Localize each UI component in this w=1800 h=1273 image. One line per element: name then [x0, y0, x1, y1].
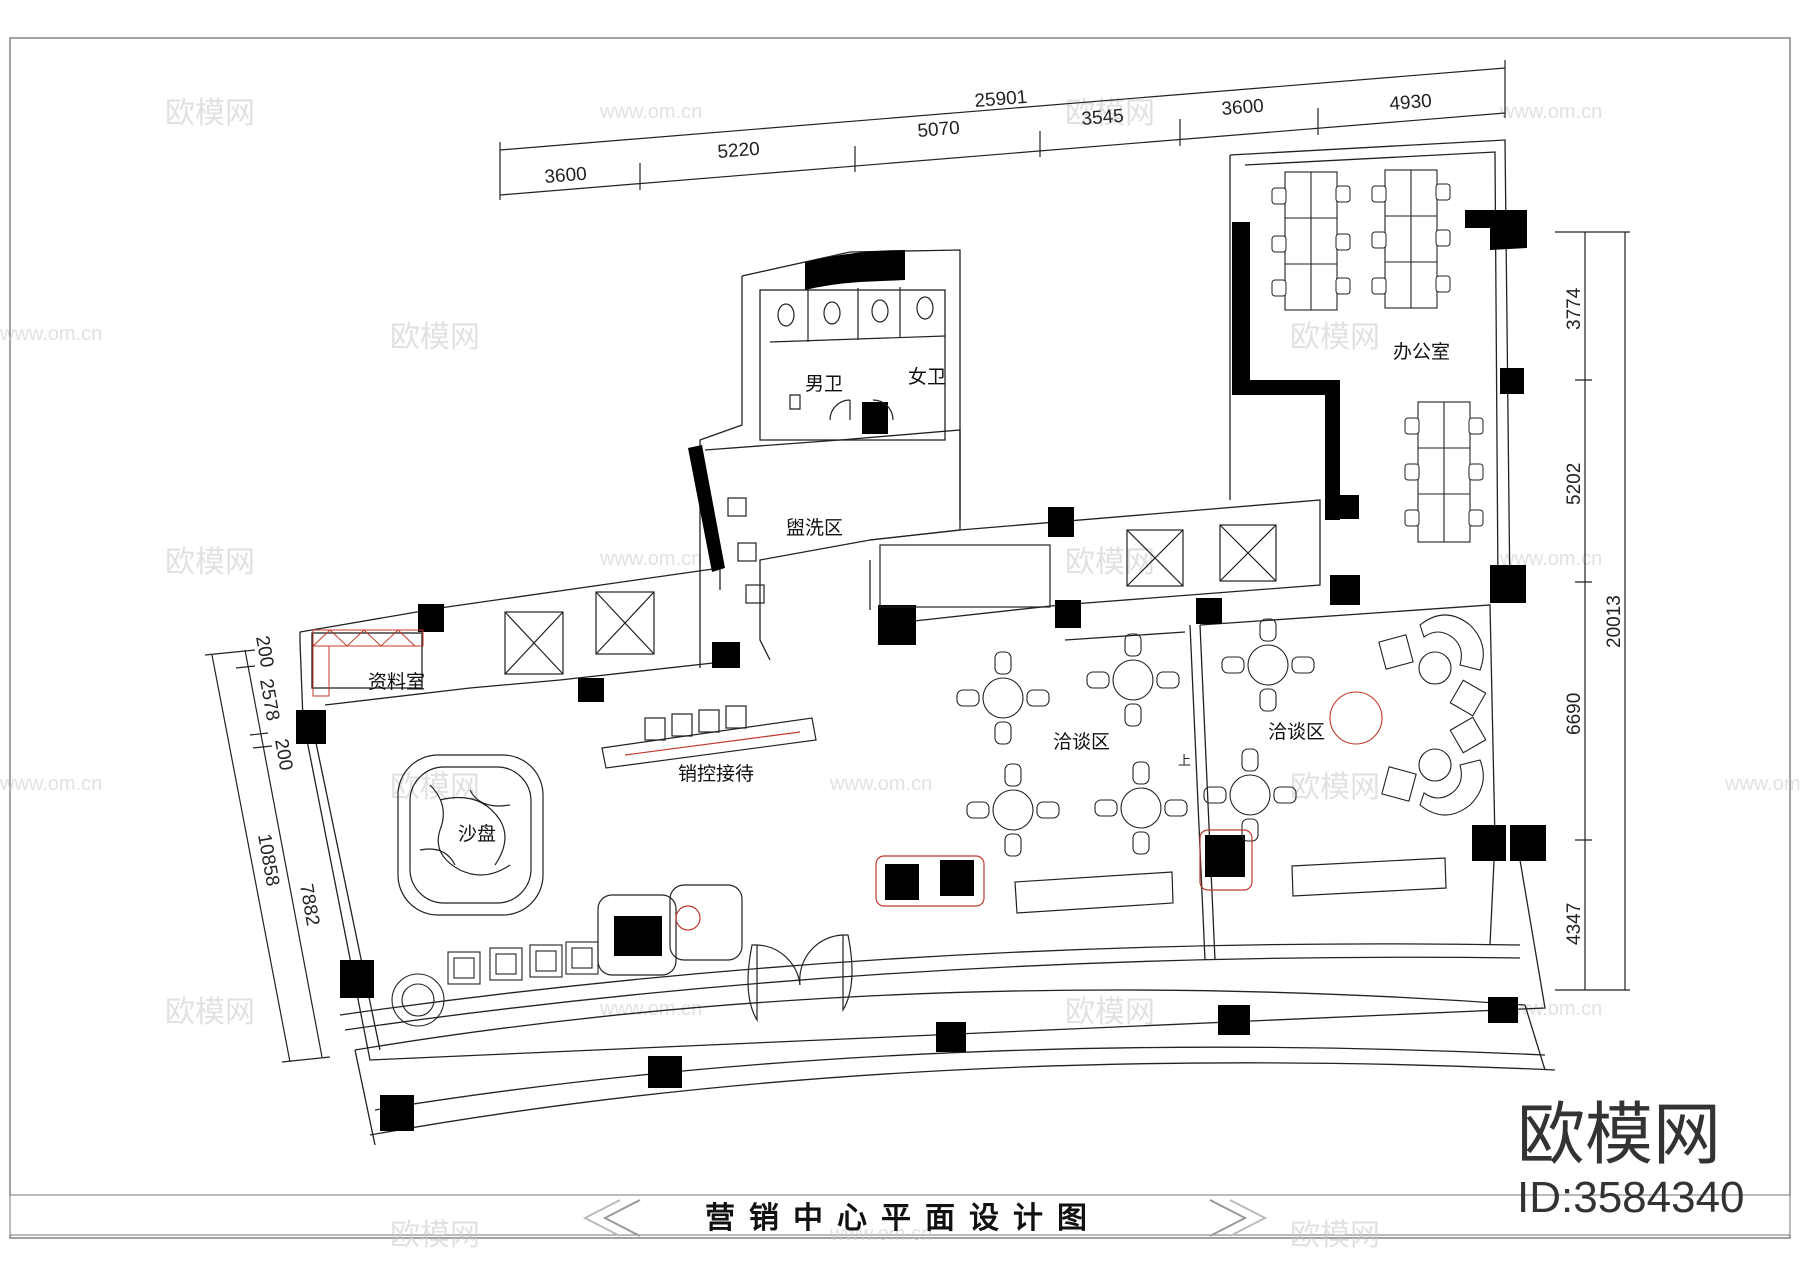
dim-right-seg-3: 6690	[1564, 693, 1585, 735]
room-label-sandtable: 沙盘	[458, 823, 496, 845]
svg-text:www.om.cn: www.om.cn	[829, 773, 932, 795]
archive-shelving	[312, 629, 424, 697]
svg-text:欧模网: 欧模网	[390, 770, 480, 805]
room-label-mens-wc: 男卫	[805, 373, 843, 395]
dim-right-seg-2: 5202	[1564, 463, 1585, 505]
svg-text:欧模网: 欧模网	[165, 995, 255, 1030]
drawing-frame-inner	[9, 1194, 1791, 1236]
svg-text:欧模网: 欧模网	[1065, 545, 1155, 580]
left-dimension-labels: 200 2578 200 10858 7882	[251, 634, 323, 927]
dim-left-seg-3: 200	[270, 737, 296, 772]
right-dimension-labels: 3774 5202 6690 4347 20013	[1564, 287, 1625, 945]
svg-text:欧模网: 欧模网	[390, 320, 480, 355]
dim-top-seg-1: 3600	[544, 164, 588, 188]
dim-top-seg-3: 5070	[917, 118, 961, 142]
page-title: 营销中心平面设计图	[705, 1201, 1101, 1236]
dim-top-seg-4: 3545	[1081, 106, 1125, 130]
room-label-womens-wc: 女卫	[908, 366, 946, 388]
dim-left-seg-2: 2578	[255, 677, 283, 722]
dim-right-total: 20013	[1604, 595, 1625, 648]
toilet-fixtures	[727, 287, 946, 604]
top-dimension-labels: 25901 3600 5220 5070 3545 3600 4930	[544, 87, 1433, 188]
watermark-layer: 欧模网 欧模网 欧模网 欧模网 欧模网 欧模网 欧模网 欧模网 欧模网 欧模网 …	[0, 96, 1800, 1253]
svg-text:www.om.cn: www.om.cn	[1499, 998, 1602, 1020]
reception-desk	[601, 705, 817, 769]
svg-text:欧模网: 欧模网	[1065, 96, 1155, 131]
svg-text:www.om.cn: www.om.cn	[1499, 101, 1602, 123]
svg-text:www.om.cn: www.om.cn	[599, 101, 702, 123]
drawing-frame	[9, 37, 1791, 1239]
elevator-shafts	[504, 524, 1277, 675]
svg-text:www.om.cn: www.om.cn	[0, 773, 102, 795]
room-label-office: 办公室	[1393, 341, 1450, 363]
dim-top-seg-2: 5220	[717, 139, 761, 163]
office-chairs	[1271, 183, 1484, 527]
wall-outline	[299, 139, 1556, 1146]
negotiation-tables	[956, 614, 1487, 857]
dim-left-seg-4: 7882	[295, 882, 323, 927]
svg-text:www.om.cn: www.om.cn	[1499, 548, 1602, 570]
display-items	[391, 941, 599, 1027]
svg-text:欧模网: 欧模网	[390, 1218, 480, 1253]
right-dimension-chain	[1555, 231, 1630, 991]
svg-text:www.om.cn: www.om.cn	[599, 548, 702, 570]
svg-text:欧模网: 欧模网	[165, 545, 255, 580]
room-label-washroom: 盥洗区	[786, 517, 843, 539]
dim-left-total: 10858	[253, 832, 283, 888]
room-label-reception: 销控接待	[678, 763, 754, 785]
dim-top-seg-5: 3600	[1221, 96, 1265, 120]
svg-text:欧模网: 欧模网	[165, 96, 255, 131]
svg-text:欧模网: 欧模网	[1065, 995, 1155, 1030]
title-bar: 营销中心平面设计图	[582, 1199, 1268, 1237]
dim-top-seg-6: 4930	[1389, 91, 1433, 115]
room-label-archive: 资料室	[368, 671, 425, 693]
dim-right-seg-1: 3774	[1564, 287, 1585, 330]
brand-logo-text: 欧模网	[1517, 1096, 1721, 1175]
left-dimension-chain	[204, 649, 331, 1063]
brand-id: ID:3584340	[1517, 1173, 1745, 1222]
sand-table	[397, 754, 544, 916]
svg-text:www.om.cn: www.om.cn	[0, 323, 102, 345]
svg-text:欧模网: 欧模网	[1290, 1218, 1380, 1253]
dim-left-seg-1: 200	[251, 634, 277, 669]
svg-text:www.om.cn: www.om.cn	[1724, 773, 1800, 795]
dim-right-seg-4: 4347	[1564, 903, 1585, 945]
svg-text:欧模网: 欧模网	[1290, 770, 1380, 805]
entry-door	[747, 934, 853, 1023]
structural-columns	[296, 210, 1546, 1131]
stairs-up-label: 上	[1178, 753, 1191, 768]
counters	[597, 829, 1447, 976]
svg-text:欧模网: 欧模网	[1290, 320, 1380, 355]
top-dimension-chain	[499, 60, 1506, 200]
room-label-negotiation-2: 洽谈区	[1268, 721, 1325, 743]
dim-top-total: 25901	[974, 87, 1028, 112]
svg-text:www.om.cn: www.om.cn	[829, 1223, 932, 1245]
room-label-negotiation-1: 洽谈区	[1053, 731, 1110, 753]
